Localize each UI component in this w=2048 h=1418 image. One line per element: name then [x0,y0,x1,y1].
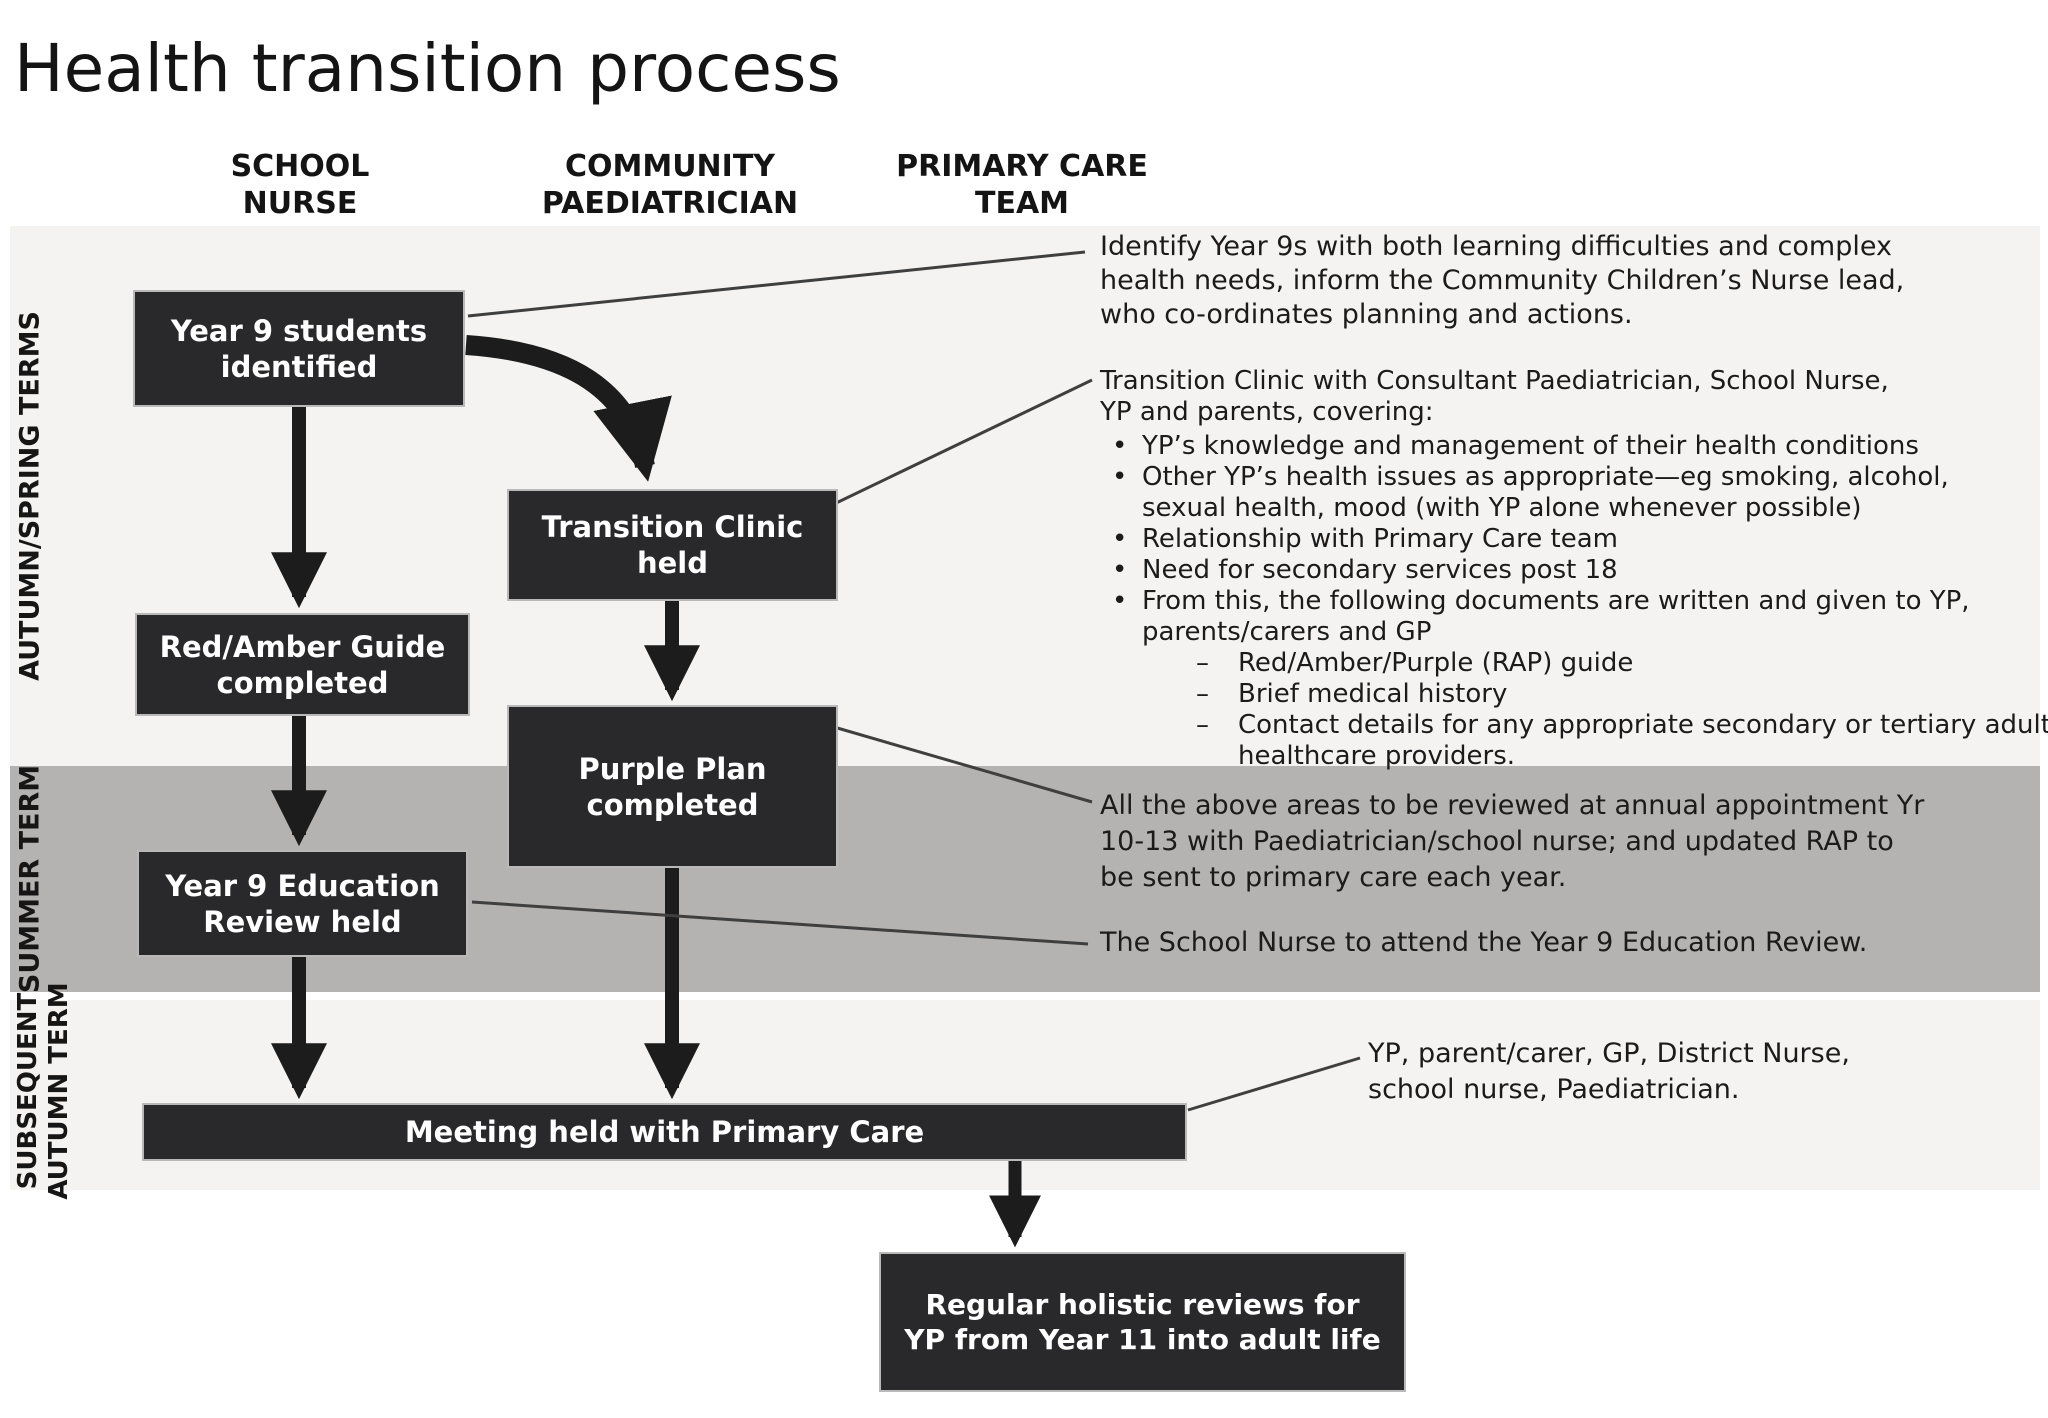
annotation-line: From this, the following documents are w… [1142,586,1970,616]
column-header-line: PRIMARY CARE [896,149,1148,184]
column-header-line: COMMUNITY [564,149,776,184]
clinic-bullet: • Need for secondary services post 18 [1100,555,2048,586]
clinic-bullet: • Other YP’s health issues as appropriat… [1100,462,2048,524]
annotation-school-nurse-attend: The School Nurse to attend the Year 9 Ed… [1100,926,1867,960]
annotation-transition-clinic: Transition Clinic with Consultant Paedia… [1100,366,2048,772]
clinic-sub-bullet: – Red/Amber/Purple (RAP) guide [1100,648,2048,679]
clinic-sub-bullet: – Brief medical history [1100,679,2048,710]
box-red-amber-guide-completed: Red/Amber Guide completed [135,613,470,716]
box-label-line: Regular holistic reviews for [925,1288,1360,1321]
bullet-icon: • [1112,431,1128,461]
dash-icon: – [1196,679,1209,709]
box-label-line: Meeting held with Primary Care [404,1115,925,1149]
box-label-line: Year 9 students [170,313,428,348]
annotation-line: sexual health, mood (with YP alone whene… [1142,493,1862,523]
bullet-icon: • [1112,586,1128,616]
box-year9-students-identified: Year 9 students identified [133,290,465,407]
box-meeting-held-with-primary-care: Meeting held with Primary Care [142,1103,1187,1161]
box-label-line: Purple Plan [578,751,767,786]
annotation-line: YP’s knowledge and management of their h… [1142,431,1919,461]
annotation-line: school nurse, Paediatrician. [1368,1074,1740,1105]
term-label-text: AUTUMN/SPRING TERMS [14,311,46,681]
annotation-line: Brief medical history [1238,679,1508,709]
annotation-line: Other YP’s health issues as appropriate—… [1142,462,1949,492]
annotation-meeting-attendees: YP, parent/carer, GP, District Nurse, sc… [1368,1036,1850,1108]
dash-icon: – [1196,710,1209,740]
term-label-line: AUTUMN TERM [44,982,74,1200]
annotation-annual-review: All the above areas to be reviewed at an… [1100,788,1924,896]
box-label-line: Year 9 Education [165,868,440,903]
clinic-bullet: • From this, the following documents are… [1100,586,2048,648]
box-label-line: Transition Clinic [541,510,804,544]
box-label-line: completed [216,665,389,700]
column-header-line: NURSE [242,186,358,221]
clinic-bullet: • Relationship with Primary Care team [1100,524,2048,555]
annotation-line: healthcare providers. [1238,741,1516,771]
column-header-community-paediatrician: COMMUNITY PAEDIATRICIAN [470,148,870,222]
column-header-line: SCHOOL [230,149,370,184]
term-label-line: SUBSEQUENT [13,992,43,1190]
annotation-line: health needs, inform the Community Child… [1100,265,1905,296]
annotation-line: Red/Amber/Purple (RAP) guide [1238,648,1634,678]
box-label-line: Review held [203,904,402,939]
annotation-line: parents/carers and GP [1142,617,1432,647]
annotation-line: be sent to primary care each year. [1100,862,1567,893]
box-year9-education-review-held: Year 9 Education Review held [137,850,468,957]
annotation-line: Contact details for any appropriate seco… [1238,710,2048,740]
annotation-line: Identify Year 9s with both learning diff… [1100,231,1892,262]
annotation-line: 10-13 with Paediatrician/school nurse; a… [1100,826,1894,857]
clinic-bullet: • YP’s knowledge and management of their… [1100,431,2048,462]
annotation-line: Transition Clinic with Consultant Paedia… [1100,366,1889,396]
bullet-icon: • [1112,462,1128,492]
box-label-line: Red/Amber Guide [159,629,446,664]
term-label-text: SUMMER TERM [14,764,46,994]
annotation-line: Relationship with Primary Care team [1142,524,1618,554]
dash-icon: – [1196,648,1209,678]
annotation-line: who co-ordinates planning and actions. [1100,299,1633,330]
box-label-line: identified [220,349,378,384]
column-header-line: TEAM [974,186,1070,221]
term-label-text: SUBSEQUENT AUTUMN TERM [13,982,75,1199]
column-header-line: PAEDIATRICIAN [541,186,799,221]
box-regular-holistic-reviews: Regular holistic reviews for YP from Yea… [879,1252,1406,1392]
annotation-identify-year9: Identify Year 9s with both learning diff… [1100,230,1904,332]
column-header-school-nurse: SCHOOL NURSE [150,148,450,222]
annotation-line: The School Nurse to attend the Year 9 Ed… [1100,927,1868,958]
annotation-line: Need for secondary services post 18 [1142,555,1618,585]
clinic-sub-bullet: – Contact details for any appropriate se… [1100,710,2048,772]
annotation-line: All the above areas to be reviewed at an… [1100,790,1925,821]
box-label-line: held [636,546,708,580]
box-label-line: completed [586,787,759,822]
page-title: Health transition process [14,30,841,107]
bullet-icon: • [1112,524,1128,554]
annotation-intro: Transition Clinic with Consultant Paedia… [1100,366,2048,428]
column-header-primary-care-team: PRIMARY CARE TEAM [850,148,1194,222]
annotation-line: YP and parents, covering: [1100,397,1434,427]
bullet-icon: • [1112,555,1128,585]
box-transition-clinic-held: Transition Clinic held [507,489,838,601]
box-label-line: YP from Year 11 into adult life [904,1323,1381,1356]
annotation-line: YP, parent/carer, GP, District Nurse, [1368,1038,1850,1069]
box-purple-plan-completed: Purple Plan completed [507,705,838,868]
